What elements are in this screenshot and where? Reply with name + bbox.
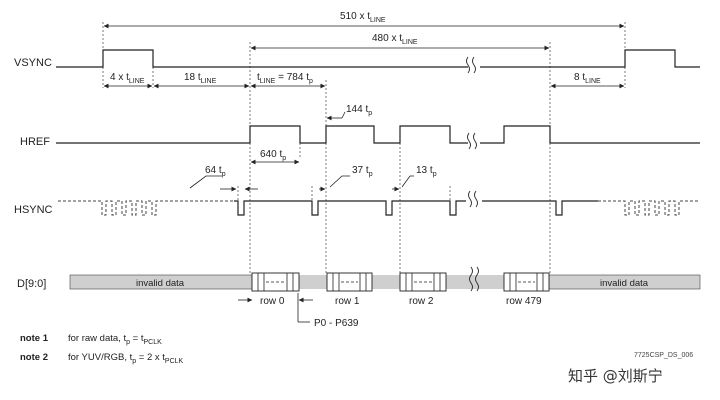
href-waveform	[56, 125, 700, 144]
guide-lines	[102, 22, 626, 273]
dim-hsync-to-href: 37 tp	[352, 165, 373, 178]
hsync-label: HSYNC	[14, 204, 53, 216]
href-label: HREF	[20, 136, 50, 148]
pixel-range-label: P0 - P639	[314, 318, 359, 329]
data-bus-label: D[9:0]	[17, 278, 46, 290]
pixel-callout	[297, 293, 310, 323]
invalid-data-left: invalid data	[136, 278, 185, 289]
hsync-break-mark	[468, 190, 478, 208]
doc-reference: 7725CSP_DS_006	[634, 352, 693, 359]
dim-href-high: 640 tp	[260, 149, 286, 162]
href-break-mark	[467, 132, 477, 150]
row-label-479: row 479	[506, 296, 542, 307]
vsync-waveform	[56, 49, 700, 68]
hsync-waveform-dashed	[58, 200, 700, 216]
dimension-arrows	[103, 23, 625, 192]
dim-end-gap: 8 tLINE	[574, 72, 601, 85]
watermark: 知乎 @刘斯宁	[568, 367, 663, 385]
note-1-text: for raw data, tp = tPCLK	[68, 333, 162, 346]
dim-frame-total: 510 x tLINE	[340, 11, 386, 24]
row-label-0: row 0	[260, 296, 285, 307]
data-bus	[69, 272, 701, 292]
row-label-2: row 2	[409, 296, 434, 307]
data-break-mark	[469, 266, 479, 292]
dim-hsync-width: 64 tp	[205, 165, 226, 178]
note-2-text: for YUV/RGB, tp = 2 x tPCLK	[68, 352, 184, 365]
dim-href-to-hsync: 13 tp	[416, 165, 437, 178]
vsync-break-mark	[466, 56, 476, 74]
invalid-data-right: invalid data	[600, 278, 649, 289]
note-1-label: note 1	[20, 333, 49, 344]
row-label-1: row 1	[335, 296, 360, 307]
hsync-waveform	[234, 200, 598, 216]
dim-vsync-to-href: 18 tLINE	[184, 72, 217, 85]
dim-href-low: 144 tp	[346, 104, 372, 117]
dim-line-time: tLINE = 784 tp	[257, 72, 313, 85]
dim-active-lines: 480 x tLINE	[372, 33, 418, 46]
note-2-label: note 2	[20, 352, 48, 363]
dim-vsync-width: 4 x tLINE	[110, 72, 145, 85]
vsync-label: VSYNC	[14, 57, 52, 69]
